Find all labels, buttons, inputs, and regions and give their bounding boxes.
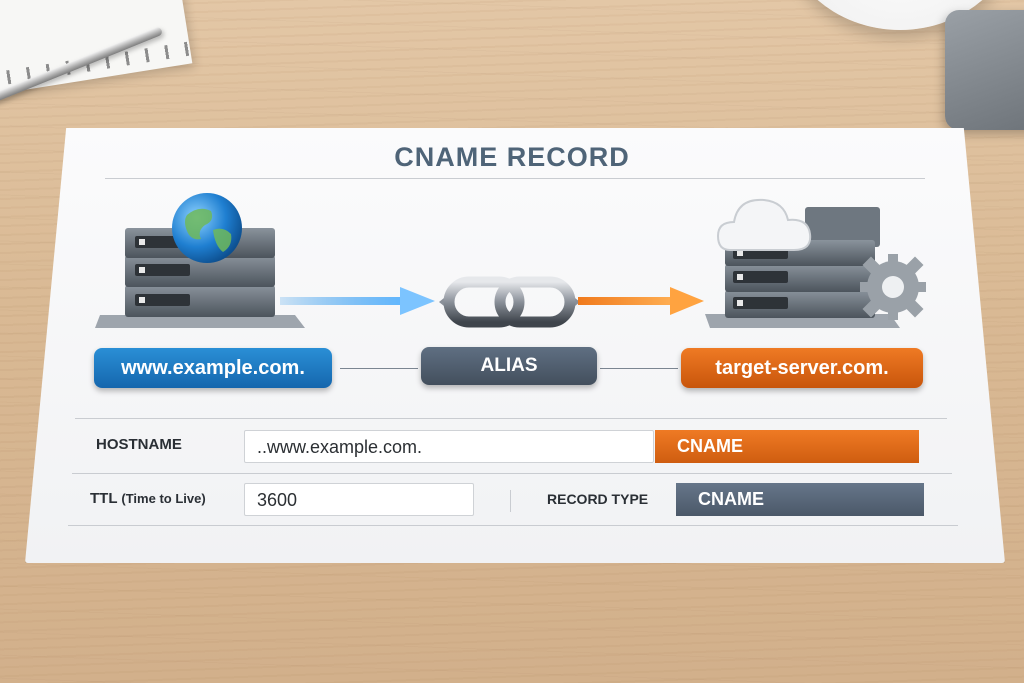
gear-icon xyxy=(860,254,926,320)
form-divider-top xyxy=(75,418,947,419)
source-server-illustration xyxy=(95,193,305,328)
tablet-device xyxy=(945,10,1024,130)
target-domain-label: target-server.com. xyxy=(681,348,923,388)
ttl-label: TTL (Time to Live) xyxy=(90,490,206,507)
cloud-icon xyxy=(716,198,812,251)
hostname-type-badge: CNAME xyxy=(655,430,919,463)
target-server-illustration xyxy=(705,198,926,328)
arrow-right-icon xyxy=(578,287,704,315)
hostname-label: HOSTNAME xyxy=(96,436,182,453)
globe-icon xyxy=(172,193,242,263)
connector-line-left xyxy=(340,368,418,369)
source-domain-label: www.example.com. xyxy=(94,348,332,388)
form-column-divider xyxy=(510,490,511,512)
hostname-field[interactable]: ..www.example.com. xyxy=(244,430,654,463)
connector-line-right xyxy=(600,368,678,369)
diagram-title: CNAME RECORD xyxy=(394,142,630,172)
ttl-label-text: TTL xyxy=(90,490,118,507)
record-type-badge: CNAME xyxy=(676,483,924,516)
title-divider xyxy=(105,178,925,179)
alias-label: ALIAS xyxy=(421,347,597,385)
chain-link-icon xyxy=(439,276,580,328)
form-divider-middle xyxy=(72,473,952,474)
arrow-right-icon xyxy=(280,287,435,315)
ttl-field[interactable]: 3600 xyxy=(244,483,474,516)
ttl-label-subtext: (Time to Live) xyxy=(121,491,206,506)
form-divider-bottom xyxy=(68,525,958,526)
record-type-label: RECORD TYPE xyxy=(547,491,649,507)
server-stack-icon xyxy=(705,207,900,328)
